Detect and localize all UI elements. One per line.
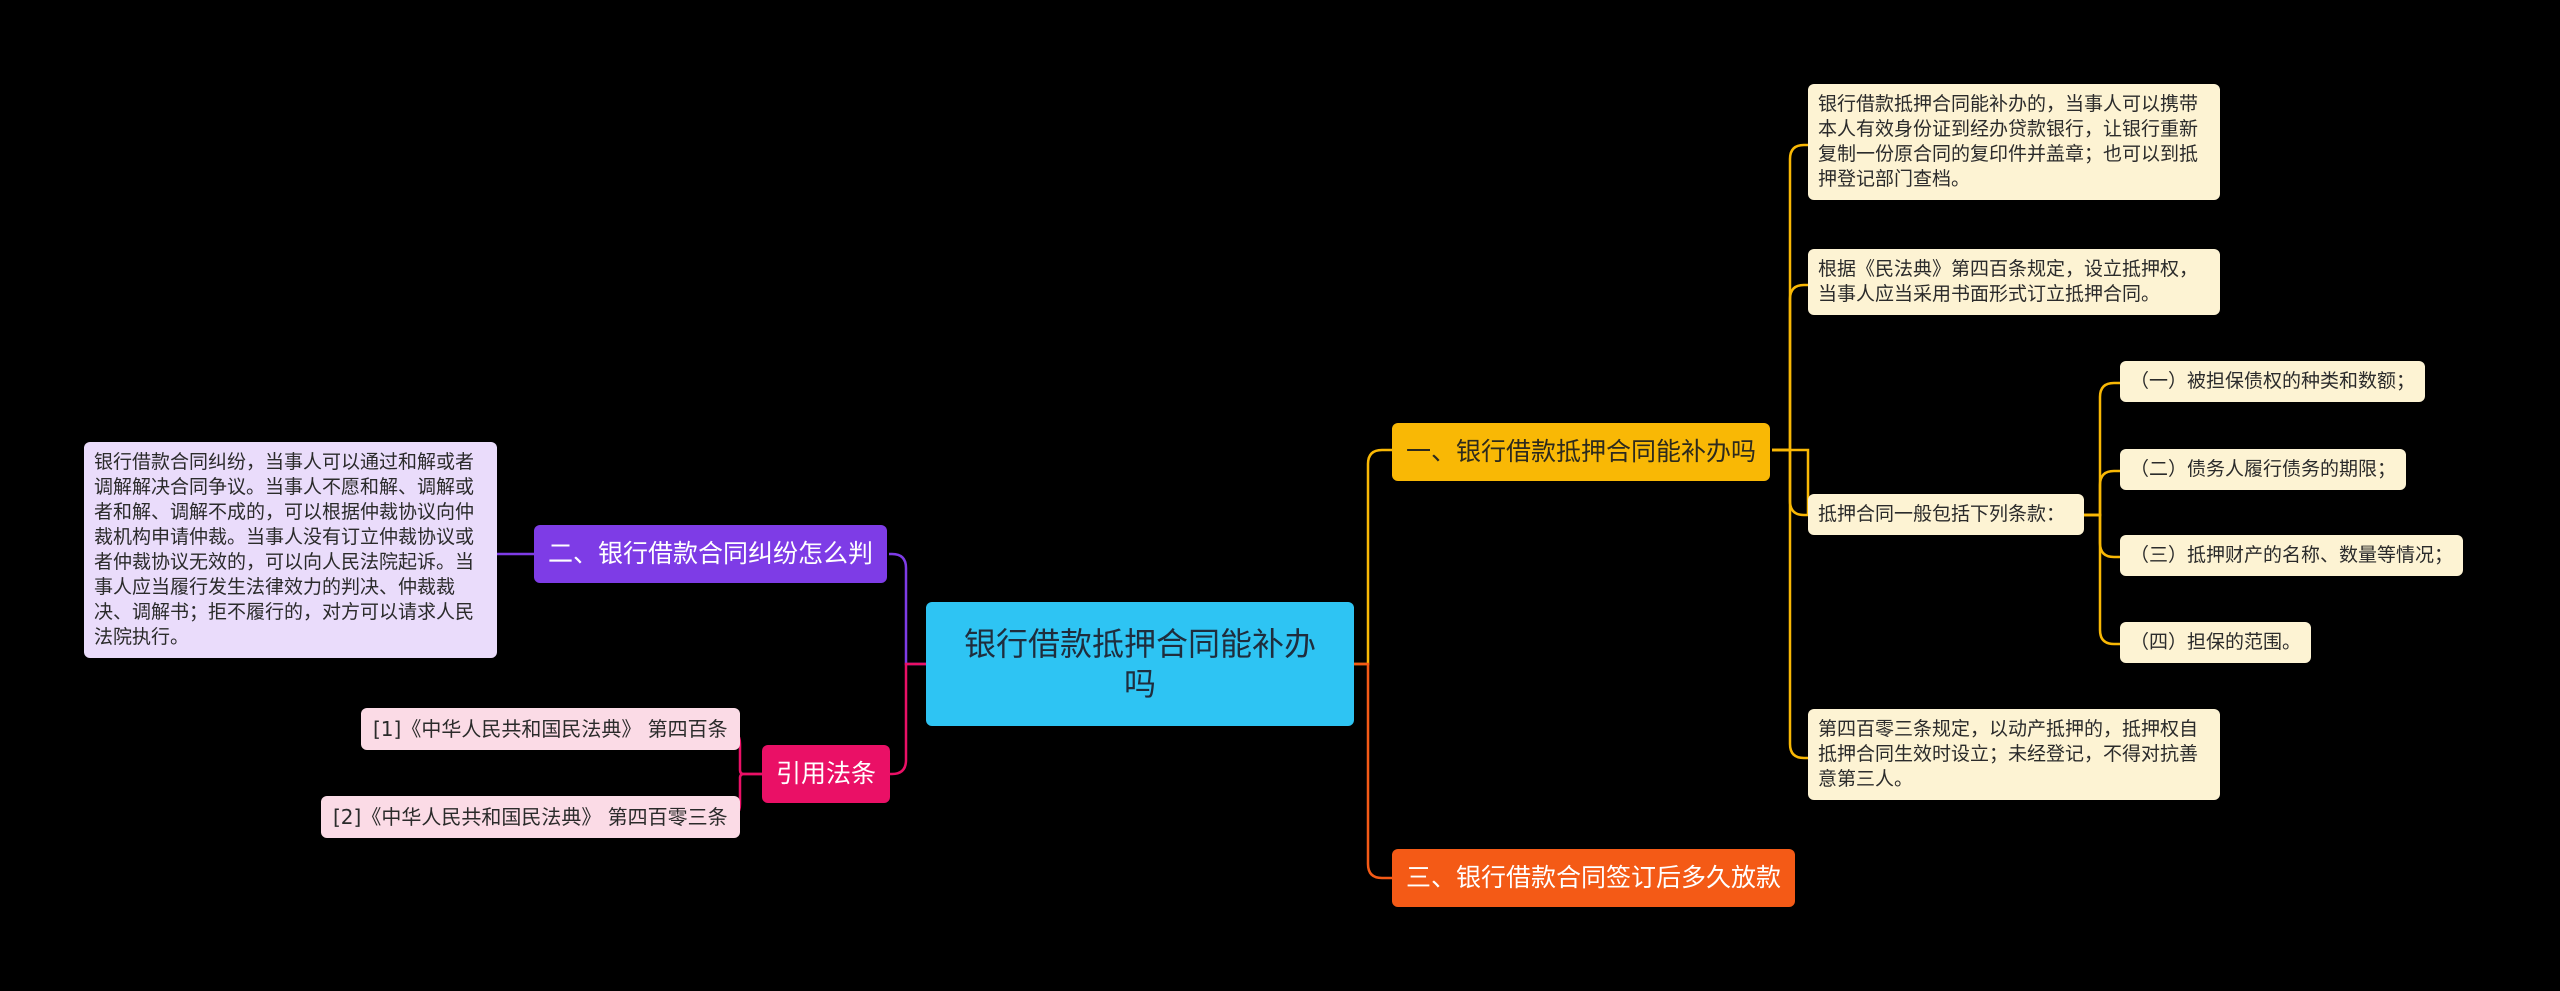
leaf-citation-2[interactable]: [2]《中华人民共和国民法典》 第四百零三条 bbox=[321, 796, 740, 838]
branch-label: 一、银行借款抵押合同能补办吗 bbox=[1406, 437, 1757, 466]
leaf-text: 银行借款抵押合同能补办的，当事人可以携带本人有效身份证到经办贷款银行，让银行重新… bbox=[1818, 93, 2199, 190]
link-root-b1 bbox=[1354, 448, 1392, 666]
leaf-contract-terms[interactable]: 抵押合同一般包括下列条款： bbox=[1808, 494, 2084, 535]
leaf-text: 根据《民法典》第四百条规定，设立抵押权，当事人应当采用书面形式订立抵押合同。 bbox=[1818, 258, 2199, 305]
leaf-term-4[interactable]: （四）担保的范围。 bbox=[2120, 622, 2312, 663]
link-b1-y2 bbox=[1772, 283, 1808, 452]
branch-cited-laws[interactable]: 引用法条 bbox=[762, 745, 891, 803]
leaf-text: 银行借款合同纠纷，当事人可以通过和解或者调解解决合同争议。当事人不愿和解、调解或… bbox=[94, 451, 475, 648]
link-y3-s3 bbox=[2084, 513, 2120, 559]
link-y3-s2 bbox=[2084, 469, 2120, 517]
link-root-b3 bbox=[1354, 662, 1392, 880]
link-b1-y3b bbox=[1788, 450, 1808, 517]
branch-dispute-judgment[interactable]: 二、银行借款合同纠纷怎么判 bbox=[534, 525, 888, 583]
link-b1-y1 bbox=[1772, 143, 1808, 452]
branch-label: 二、银行借款合同纠纷怎么判 bbox=[548, 539, 874, 568]
leaf-text: [1]《中华人民共和国民法典》 第四百条 bbox=[373, 717, 728, 741]
root-topic[interactable]: 银行借款抵押合同能补办吗 bbox=[926, 602, 1354, 726]
leaf-text: （二）债务人履行债务的期限； bbox=[2130, 458, 2397, 480]
link-y3-s1 bbox=[2084, 381, 2120, 517]
leaf-citation-1[interactable]: [1]《中华人民共和国民法典》 第四百条 bbox=[361, 708, 740, 750]
leaf-civil-code-400[interactable]: 根据《民法典》第四百条规定，设立抵押权，当事人应当采用书面形式订立抵押合同。 bbox=[1808, 249, 2220, 315]
leaf-article-403[interactable]: 第四百零三条规定，以动产抵押的，抵押权自抵押合同生效时设立；未经登记，不得对抗善… bbox=[1808, 709, 2220, 800]
link-root-b2 bbox=[889, 552, 926, 666]
link-root-b4 bbox=[889, 662, 926, 776]
leaf-text: （三）抵押财产的名称、数量等情况； bbox=[2130, 544, 2454, 566]
link-y3-s4 bbox=[2084, 513, 2120, 646]
leaf-term-1[interactable]: （一）被担保债权的种类和数额； bbox=[2120, 361, 2426, 402]
branch-loan-timing[interactable]: 三、银行借款合同签订后多久放款 bbox=[1392, 849, 1796, 907]
leaf-reissue-method[interactable]: 银行借款抵押合同能补办的，当事人可以携带本人有效身份证到经办贷款银行，让银行重新… bbox=[1808, 84, 2220, 200]
root-title: 银行借款抵押合同能补办吗 bbox=[963, 625, 1316, 703]
leaf-dispute-resolution[interactable]: 银行借款合同纠纷，当事人可以通过和解或者调解解决合同争议。当事人不愿和解、调解或… bbox=[84, 442, 497, 658]
branch-can-reissue[interactable]: 一、银行借款抵押合同能补办吗 bbox=[1392, 423, 1771, 481]
leaf-text: （四）担保的范围。 bbox=[2130, 631, 2302, 653]
branch-label: 三、银行借款合同签订后多久放款 bbox=[1406, 863, 1782, 892]
leaf-text: 第四百零三条规定，以动产抵押的，抵押权自抵押合同生效时设立；未经登记，不得对抗善… bbox=[1818, 718, 2199, 790]
leaf-term-2[interactable]: （二）债务人履行债务的期限； bbox=[2120, 449, 2407, 490]
branch-label: 引用法条 bbox=[776, 759, 877, 788]
leaf-text: 抵押合同一般包括下列条款： bbox=[1818, 503, 2066, 525]
leaf-term-3[interactable]: （三）抵押财产的名称、数量等情况； bbox=[2120, 535, 2464, 576]
leaf-text: [2]《中华人民共和国民法典》 第四百零三条 bbox=[333, 805, 728, 829]
link-b1-y4 bbox=[1772, 448, 1808, 760]
leaf-text: （一）被担保债权的种类和数额； bbox=[2130, 370, 2416, 392]
